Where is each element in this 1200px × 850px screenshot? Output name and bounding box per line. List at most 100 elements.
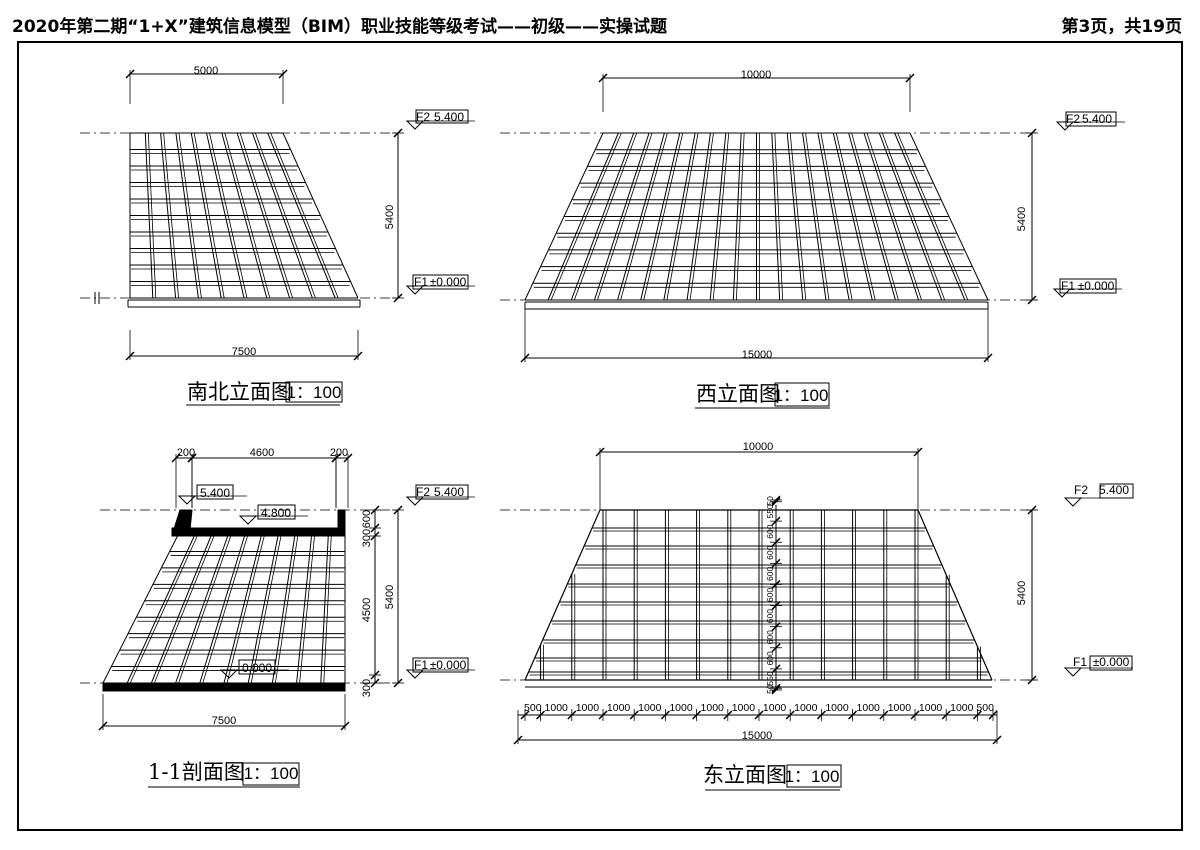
- mullion-pair: [129, 534, 199, 684]
- w-scale-box: [774, 382, 830, 407]
- e-bottom-seg-label: 500: [524, 702, 542, 714]
- ns-level-bottom-value: ±0.000: [430, 275, 467, 289]
- mullion-pair: [597, 132, 653, 301]
- page-number: 第3页，共19页: [1061, 17, 1183, 37]
- e-bottom-seg-label: 1000: [825, 702, 849, 714]
- e-vertical-seg-label: 600: [765, 651, 775, 665]
- mullion-pair: [250, 534, 282, 684]
- e-bottom-seg-label: 1000: [576, 702, 600, 714]
- e-left-edge: [524, 509, 601, 681]
- ns-dim-top: 5000: [194, 65, 218, 77]
- mullion-pair: [226, 534, 265, 684]
- mullion: [894, 132, 966, 301]
- mullion-pair: [178, 132, 202, 299]
- mullion: [247, 534, 279, 684]
- mullion-pair: [866, 132, 922, 301]
- mullion: [802, 132, 827, 301]
- mullion: [663, 132, 696, 301]
- ns-dim-bottom: 7500: [232, 346, 256, 358]
- mullion-pair: [573, 132, 638, 301]
- mullion-pair: [270, 132, 339, 299]
- w-level-top-value: 5.400: [1082, 112, 1112, 126]
- s-dim-top-right: 200: [330, 447, 348, 459]
- e-bottom-seg-label: 1000: [638, 702, 662, 714]
- s-parapet-right: [337, 509, 346, 537]
- e-bottom-seg-label: 1000: [919, 702, 943, 714]
- ns-level-bottom-box: [412, 274, 469, 290]
- mullion: [832, 132, 873, 301]
- e-vertical-seg-label: 550: [765, 671, 775, 685]
- mullion: [150, 534, 212, 684]
- mullion-pair: [620, 132, 668, 301]
- ns-level-top-code: F2: [416, 110, 430, 124]
- e-vertical-seg-label: 600: [765, 609, 775, 623]
- e-dim-top: 10000: [743, 441, 774, 453]
- mullion: [686, 132, 711, 301]
- e-bottom-seg-label: 1000: [950, 702, 974, 714]
- s-dim-height: 5400: [384, 585, 396, 609]
- mullion-pair: [666, 132, 699, 301]
- drawing-frame: [17, 41, 1183, 831]
- w-dim-bottom: 15000: [742, 349, 773, 361]
- mullion-pair: [820, 132, 853, 301]
- e-bottom-seg-label: 1000: [763, 702, 787, 714]
- s-view-scale: 1：100: [244, 764, 299, 783]
- mullion: [878, 132, 943, 301]
- mullion-pair: [643, 132, 684, 301]
- s-elev-top-mark-triangle: [177, 495, 197, 505]
- s-dim-bottom: 7500: [212, 715, 236, 727]
- mullion: [236, 132, 291, 299]
- ns-grid: [129, 132, 359, 299]
- mullion: [126, 534, 196, 684]
- mullion-pair: [789, 132, 807, 301]
- e-level-top-code: F2: [1074, 483, 1088, 497]
- ns-level-top-value: 5.400: [434, 110, 464, 124]
- ns-view-title: 南北立面图: [187, 380, 292, 404]
- mullion-pair: [881, 132, 946, 301]
- e-vertical-seg-label: 600: [765, 567, 775, 581]
- w-level-top-code: F2: [1066, 112, 1080, 126]
- w-level-bottom-value: ±0.000: [1078, 279, 1115, 293]
- s-dim-600: 600: [361, 510, 373, 528]
- mullion: [771, 132, 781, 301]
- s-dim-top-left: 200: [177, 447, 195, 459]
- mullion-pair: [774, 132, 784, 301]
- s-view-title: 1-1剖面图: [148, 760, 245, 784]
- mullion: [175, 132, 199, 299]
- s-level-bottom-value: ±0.000: [430, 658, 467, 672]
- e-bottom-seg-label: 1000: [669, 702, 693, 714]
- s-elev-gutter-box: [257, 504, 296, 520]
- e-level-bottom-box: [1089, 655, 1133, 671]
- s-level-bottom-box: [412, 657, 469, 673]
- s-elev-top-box: [196, 484, 234, 500]
- ns-view-scale: 1：100: [287, 383, 342, 402]
- e-bottom-seg-label: 1000: [701, 702, 725, 714]
- e-level-top-value: 5.400: [1099, 483, 1129, 497]
- s-grid-inner: [102, 534, 346, 684]
- mullion-pair: [712, 132, 730, 301]
- s-elev-gutter-mark-triangle: [238, 515, 258, 525]
- mullion: [160, 132, 177, 299]
- e-grid: [524, 509, 993, 688]
- mullion-pair: [323, 534, 332, 684]
- mullion: [271, 534, 296, 684]
- mullion: [640, 132, 681, 301]
- curtain-wall-grids: [102, 132, 993, 692]
- s-level-bottom-code: F1: [414, 658, 428, 672]
- e-level-bottom-mark-triangle: [1063, 667, 1083, 677]
- s-dim-300: 300: [361, 529, 373, 547]
- mullion-pair: [835, 132, 876, 301]
- w-level-top-box: [1065, 111, 1117, 127]
- mullion-pair: [193, 132, 225, 299]
- ns-level-bottom-code: F1: [414, 275, 428, 289]
- mullion: [848, 132, 896, 301]
- e-view-title: 东立面图: [703, 763, 787, 787]
- w-level-bottom-box: [1059, 278, 1117, 294]
- mullion-pair: [147, 132, 157, 299]
- e-scale-box: [786, 764, 842, 788]
- mullion: [593, 132, 650, 301]
- s-floor-slab: [102, 682, 346, 692]
- e-dim-total: 15000: [742, 730, 773, 742]
